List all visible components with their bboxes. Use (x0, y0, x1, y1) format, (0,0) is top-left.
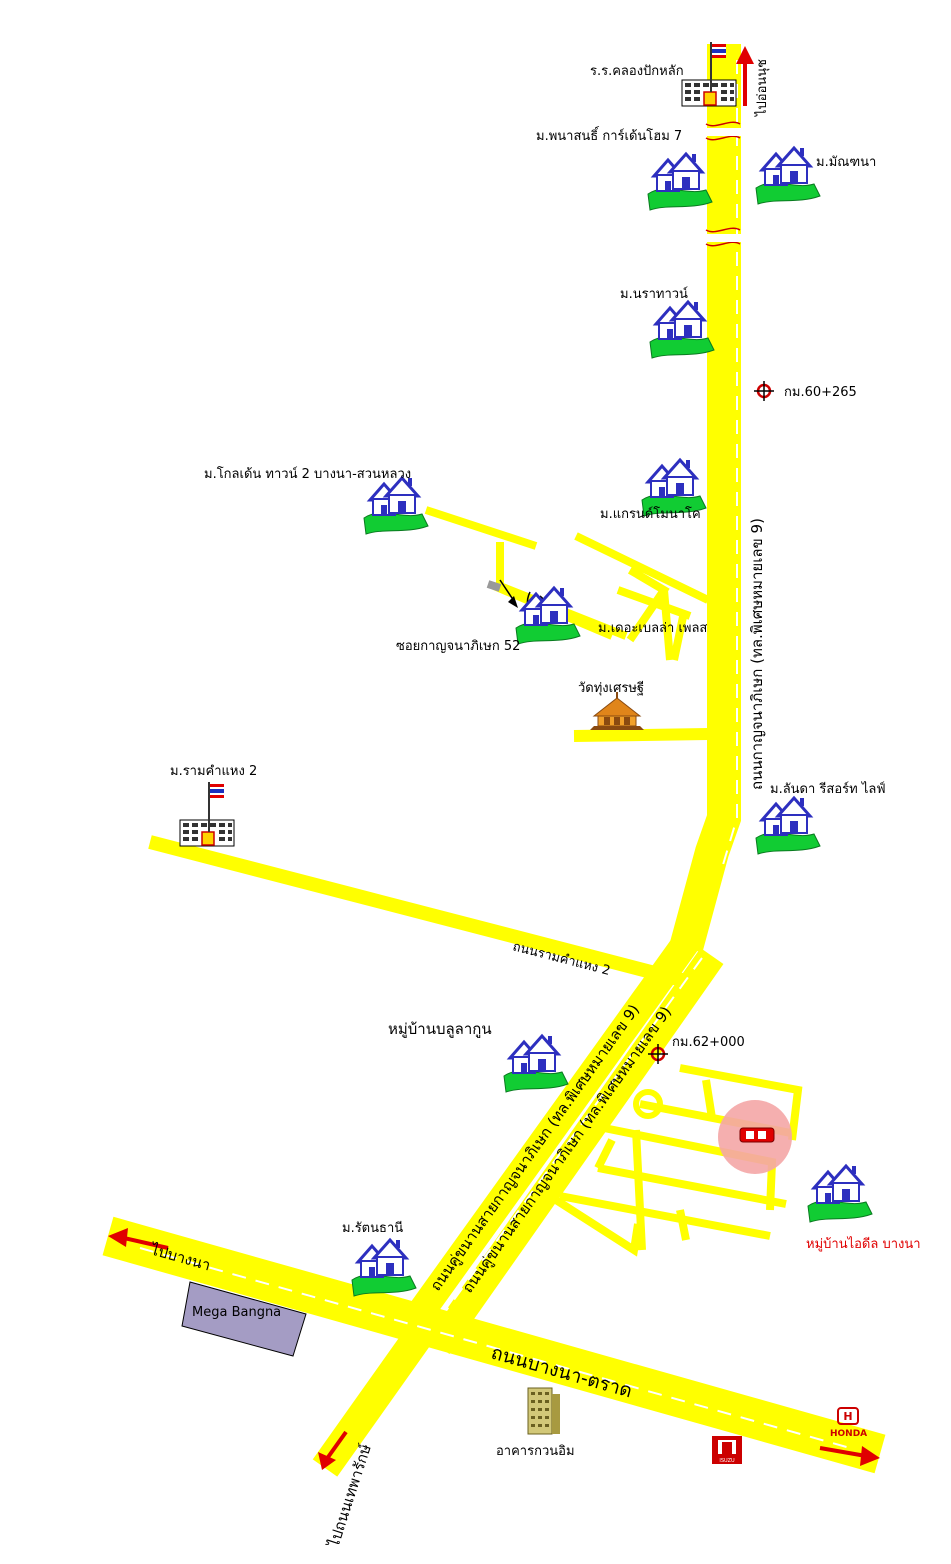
honda-logo-icon: H HONDA (830, 1407, 867, 1439)
road-network (102, 44, 886, 1477)
manchana-label: ม.มัณฑนา (816, 155, 876, 170)
to-onnut-label: ไปอ่อนนุช (754, 59, 770, 117)
svg-text:ISUZU: ISUZU (719, 1458, 735, 1464)
house-village-icon (362, 476, 430, 536)
direction-arrow-icon (108, 1228, 169, 1250)
house-village-icon (350, 1238, 418, 1298)
svg-text:HONDA: HONDA (830, 1429, 867, 1439)
naratown-label: ม.นราทาวน์ (620, 286, 688, 302)
panasnit-label: ม.พนาสนธิ์ การ์เด้นโฮม 7 (536, 126, 682, 144)
ramkhamhaeng-school-label: ม.รามคำแหง 2 (170, 764, 257, 779)
direction-arrow-icon (736, 46, 754, 106)
mega-bangna-box: Mega Bangna (181, 1281, 307, 1357)
house-village-icon (806, 1164, 874, 1224)
road-to-thepharak (312, 1311, 443, 1477)
main-road (669, 44, 741, 953)
ideal-label: หมู่บ้านไอดีล บางนา (806, 1236, 921, 1252)
school-klong-label: ร.ร.คลองปักหลัก (590, 64, 684, 79)
frontage-right-label: ถนนคู่ขนานสายกาญจนาภิเษก (ทล.พิเศษหมายเล… (459, 1003, 675, 1296)
soi52-label: ซอยกาญจนาภิเษก 52 (396, 639, 520, 654)
isuzu-logo-icon: ISUZU (712, 1436, 742, 1464)
bula-label: หมู่บ้านบลูลากูน (388, 1020, 492, 1038)
direction-arrow-icon (318, 1430, 348, 1470)
grand-monaco-label: ม.แกรนด์โมนาโค (600, 506, 701, 522)
main-road-centerline (721, 60, 738, 869)
direction-arrow-icon (499, 579, 518, 608)
the-bella-label: ม.เดอะเบลล่า เพลส (598, 621, 707, 636)
direction-arrow-icon (819, 1446, 880, 1466)
kuanim-label: อาคารกวนอิม (496, 1444, 575, 1459)
main-road-label: ถนนกาญจนาภิเษก (ทล.พิเศษหมายเลข 9) (748, 518, 766, 790)
ramkhamhaeng2-road (148, 835, 684, 987)
wat-label: วัดทุ่งเศรษฐี (578, 680, 644, 696)
km62-label: กม.62+000 (672, 1035, 745, 1050)
house-village-icon (754, 146, 822, 206)
golden-town-label: ม.โกลเด้น ทาวน์ 2 บางนา-สวนหลวง (204, 466, 411, 482)
house-village-icon (754, 796, 822, 856)
office-tower-icon (527, 1387, 560, 1435)
school-building-flag-icon (179, 781, 235, 847)
temple-icon (590, 692, 644, 730)
rattanathani-label: ม.รัตนธานี (342, 1220, 403, 1236)
mega-bangna-label: Mega Bangna (192, 1305, 281, 1320)
house-village-icon (502, 1034, 570, 1094)
bangna-trat-road (102, 1216, 886, 1474)
house-village-icon (646, 152, 714, 212)
wat-road (573, 728, 709, 742)
frontage-road-right (426, 947, 724, 1355)
bangna-trat-centerline (139, 1247, 851, 1449)
frontage-centerline (431, 957, 703, 1331)
crosshair-marker-icon (752, 379, 776, 403)
house-village-icon (648, 300, 716, 360)
frontage-road-left (396, 931, 700, 1339)
lanta-label: ม.ลันดา รีสอร์ท ไลฟ์ (770, 781, 886, 797)
destination-highlight (718, 1100, 792, 1174)
red-car-destination-icon (739, 1127, 775, 1143)
km60-label: กม.60+265 (784, 385, 857, 400)
svg-text:H: H (843, 1410, 852, 1423)
